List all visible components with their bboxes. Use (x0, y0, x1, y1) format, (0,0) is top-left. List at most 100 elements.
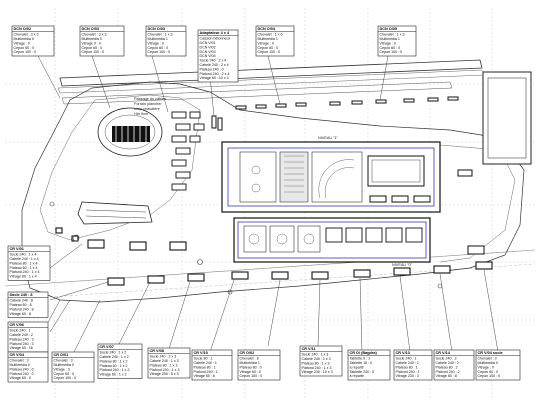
label-box-line: Chevalet : 3 (10, 359, 29, 363)
label-box-line: Chevalet : 3 (54, 359, 73, 363)
label-box-line: Vitrage 60 : 6 (194, 374, 215, 378)
label-box-line: Vitrage : 0 (148, 41, 164, 45)
label-box-line: Plateau 80 : 1 (194, 365, 216, 369)
passage-note-1: Passage du câbles (134, 97, 166, 101)
label-box-line: Plafond 240 : 2 x 4 (200, 72, 230, 76)
label-box-title: CR V/04 socle (478, 351, 503, 355)
label-box-line: Plateau 240 : 0 (200, 67, 224, 71)
label-box-line: Plateau 80 : 1 (396, 365, 418, 369)
label-box-line: Vitrage : 0 (478, 365, 494, 369)
site-outline (21, 81, 525, 303)
display-cases-right (369, 169, 485, 255)
label-box-line: Plateau 80 : 1 x 3 (302, 361, 330, 365)
label-box-frame (145, 25, 187, 57)
label-box-line: Plafond 240 : 1 (194, 370, 218, 374)
label-box-line: Cepon 100 : 0 (82, 50, 105, 54)
label-box-line: Socle 240 : 2 x 4 (200, 59, 227, 63)
label-box-line: Cepon 100 : 0 (380, 50, 403, 54)
label-box-title: CR V/07 (100, 345, 114, 349)
display-cases-column (171, 111, 205, 191)
passage-note-4: Hôr 9cm (134, 112, 148, 116)
label-box-line: Vitrage 60 : 1 x 2 (100, 373, 127, 377)
label-box-line: Chevalet : 1 x 6 (258, 33, 283, 37)
label-box-line: Multimédia 1 (240, 361, 260, 365)
label-box-line: Vitrage 60 : 16 (10, 346, 33, 350)
label-box-frame (347, 349, 391, 381)
label-box-line: DCN V/01 (200, 41, 216, 45)
label-box-line: Plateau 80 : 1 x 4 (10, 261, 38, 265)
label-box-frame (7, 321, 49, 353)
label-box-frame (197, 29, 239, 83)
display-cases-bottom (55, 227, 493, 286)
label-box-line: Vitrage 60 : 8 (10, 312, 31, 316)
label-box-frame (79, 25, 125, 57)
label-box-line: Plafond 240 : 2 (436, 370, 460, 374)
label-box-title: CR V/06 (10, 323, 24, 327)
label-box-line: Vitrage 60 : 8 (436, 374, 457, 378)
passage-note-3: sous chaudière (134, 107, 160, 111)
label-box-line: Chevalet : 3 (478, 357, 497, 361)
label-box-line: Cepon 100 : 0 (240, 374, 263, 378)
label-box-line: Vitrage 230 : 10 x 3 (302, 370, 333, 374)
label-box-line: Plafond 240 : 1 x 4 (10, 270, 40, 274)
label-box-line: Cabelé 240 : 2 x 4 (200, 63, 229, 67)
label-box-line: Cepon 60 : 0 (380, 46, 401, 50)
label-box-line: Socle 80 : 1 (194, 357, 213, 361)
label-box-line: Plateau 60 : 8 (10, 303, 32, 307)
label-box-title: CR V/04 (10, 353, 25, 357)
label-box-title: Socle 240 : 8 (10, 293, 33, 297)
leader-lines (31, 55, 499, 353)
label-box-line: Vitrage 60 : 10 x 4 (200, 76, 229, 80)
label-box-frame (393, 349, 433, 381)
label-box-title: DCN O/03 (82, 27, 100, 31)
label-box-line: Plafond 240 : 1 x 3 (302, 366, 332, 370)
label-box-line: Cepon 100 : 0 (14, 50, 37, 54)
label-box-line: Plateau 240 : 0 (10, 367, 34, 371)
label-box-line: Cepon 60 : 0 (478, 370, 499, 374)
label-box-line: Plafond 240 : 0 (10, 372, 34, 376)
label-box-line: Vitrage 230 : 3 (396, 374, 419, 378)
label-box-line: Plateau 60 : 1 x 4 (10, 266, 38, 270)
label-box-frame (191, 349, 233, 381)
label-box-line: Vitrage 60 : 1 x 4 (10, 275, 37, 279)
label-box-frame (147, 347, 191, 379)
label-box-line: Socle 240 : 2 x 3 (150, 355, 177, 359)
label-box-line: Vitrage : 0 (54, 367, 70, 371)
label-box-line: Vitrage 250 : 8 x 3 (150, 372, 179, 376)
label-box-line: Vitrage : 0 (14, 41, 30, 45)
label-box-title: CR O/01 (54, 353, 69, 357)
display-cases-top (211, 96, 459, 131)
label-box-title: CR V/13 (396, 351, 410, 355)
label-box-frame (433, 349, 475, 381)
label-box-title: CR V/10 (194, 351, 208, 355)
label-box-line: Socle 240 : 1 (10, 329, 31, 333)
label-box-line: Plafond 240 : 8 (10, 307, 34, 311)
label-box-title: CR O/ (Bagdra) (350, 351, 378, 355)
level-label-1: NIVEAU "1" (318, 136, 339, 140)
label-box-frame (51, 351, 95, 383)
label-box-title: CR V/14 (436, 351, 451, 355)
label-box-title: Adaptateur 4 x 4 (200, 31, 230, 35)
label-box-title: DCN O/04 (258, 27, 276, 31)
label-box-line: Socle 240 : 1 x 3 (302, 353, 329, 357)
label-box-frame (11, 25, 55, 57)
label-box-line: Plafond 240 : 1 (396, 370, 420, 374)
label-box-line: Plateau 80 : 1 x 2 (100, 359, 128, 363)
label-box-line: Caisson bétonneux (200, 37, 231, 41)
label-box-frame (7, 291, 49, 318)
passage-note-2: Forrain plancher (134, 102, 162, 106)
label-box-line: Plateau 80 : 0 (240, 365, 262, 369)
label-box-line: Cepon 100 : 0 (258, 50, 281, 54)
